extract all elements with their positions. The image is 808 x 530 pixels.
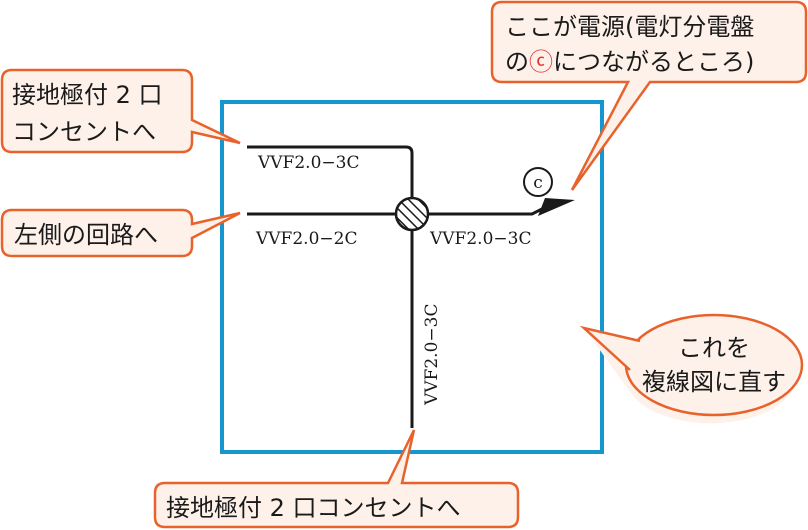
callout-left-circuit: 左側の回路へ [0, 208, 241, 258]
wire-label-bottom: VVF2.0−3C [422, 304, 442, 406]
circled-c-icon: ⓒ [529, 48, 553, 76]
callout-convert-line2: 複線図に直す [642, 368, 786, 396]
callout-convert-line1: これを [678, 334, 750, 362]
svg-text:c: c [533, 173, 543, 193]
wire-label-top: VVF2.0−3C [257, 153, 359, 173]
callout-power-line1: ここが電源(電灯分電盤 [505, 13, 754, 41]
callout-outlet-bottom: 接地極付 2 口コンセントへ [153, 429, 520, 529]
callout-left-circuit-text: 左側の回路へ [14, 221, 158, 249]
callout-power-source: ここが電源(電灯分電盤 のⓒにつながるところ) [490, 0, 808, 191]
callout-outlet-bottom-text: 接地極付 2 口コンセントへ [166, 494, 461, 522]
diagram-frame [220, 100, 604, 454]
wires [247, 145, 551, 428]
callout-convert: これを 複線図に直す [579, 313, 804, 424]
callout-outlet-top-line2: コンセントへ [12, 118, 156, 146]
wire-right [428, 203, 551, 216]
callout-outlet-top-line1: 接地極付 2 口 [12, 81, 163, 109]
callout-power-line2: のⓒにつながるところ) [505, 48, 754, 76]
source-c-symbol: c [523, 167, 553, 197]
wire-label-left: VVF2.0−2C [255, 229, 357, 249]
wire-top [247, 145, 414, 200]
joint-box-icon [394, 196, 430, 232]
wire-label-right: VVF2.0−3C [429, 229, 531, 249]
callout-outlet-top: 接地極付 2 口 コンセントへ [0, 68, 241, 154]
source-arrow-icon [538, 198, 575, 216]
